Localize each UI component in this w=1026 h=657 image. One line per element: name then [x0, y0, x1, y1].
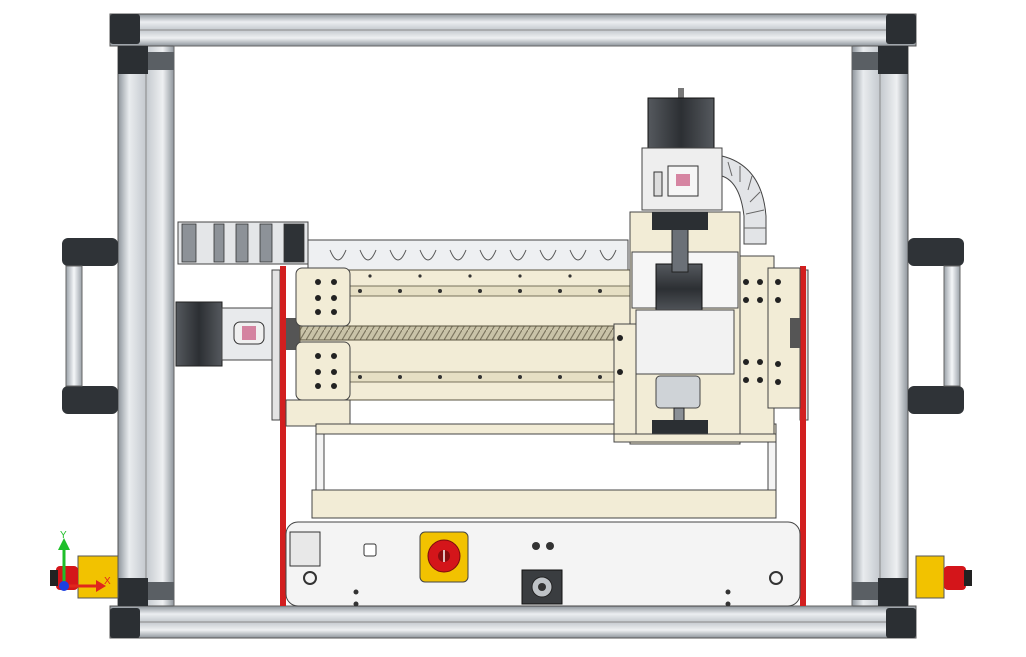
carry-handle-left — [62, 238, 118, 414]
z-axis-stepper-motor — [641, 88, 723, 211]
coordinate-triad-icon: Y X — [58, 530, 111, 592]
corner-block-top-right — [886, 14, 916, 44]
z-axis-carriage — [613, 211, 777, 445]
triad-x-label: X — [104, 576, 111, 587]
x-axis-stepper-motor — [175, 301, 300, 367]
y-carriage-right — [767, 267, 801, 409]
gantry-beam — [295, 267, 631, 401]
corner-block-bottom-right — [886, 608, 916, 638]
y-rail-right — [800, 266, 806, 606]
bearing-block — [521, 569, 563, 605]
power-socket — [289, 531, 321, 567]
corner-block-bottom-left — [110, 608, 140, 638]
control-box — [285, 521, 801, 607]
cable-chain-x — [177, 221, 629, 271]
y-axis-side-frame — [271, 266, 809, 606]
work-table — [311, 489, 777, 519]
emergency-stop-icon — [419, 531, 469, 583]
side-switch-right — [915, 555, 972, 599]
y-rail-left — [280, 266, 286, 606]
cable-chain-z — [721, 155, 767, 245]
x-ball-screw — [299, 325, 631, 341]
triad-y-label: Y — [60, 530, 67, 541]
carry-handle-right — [908, 238, 964, 414]
corner-block-top-left — [110, 14, 140, 44]
switch-button — [363, 543, 377, 557]
